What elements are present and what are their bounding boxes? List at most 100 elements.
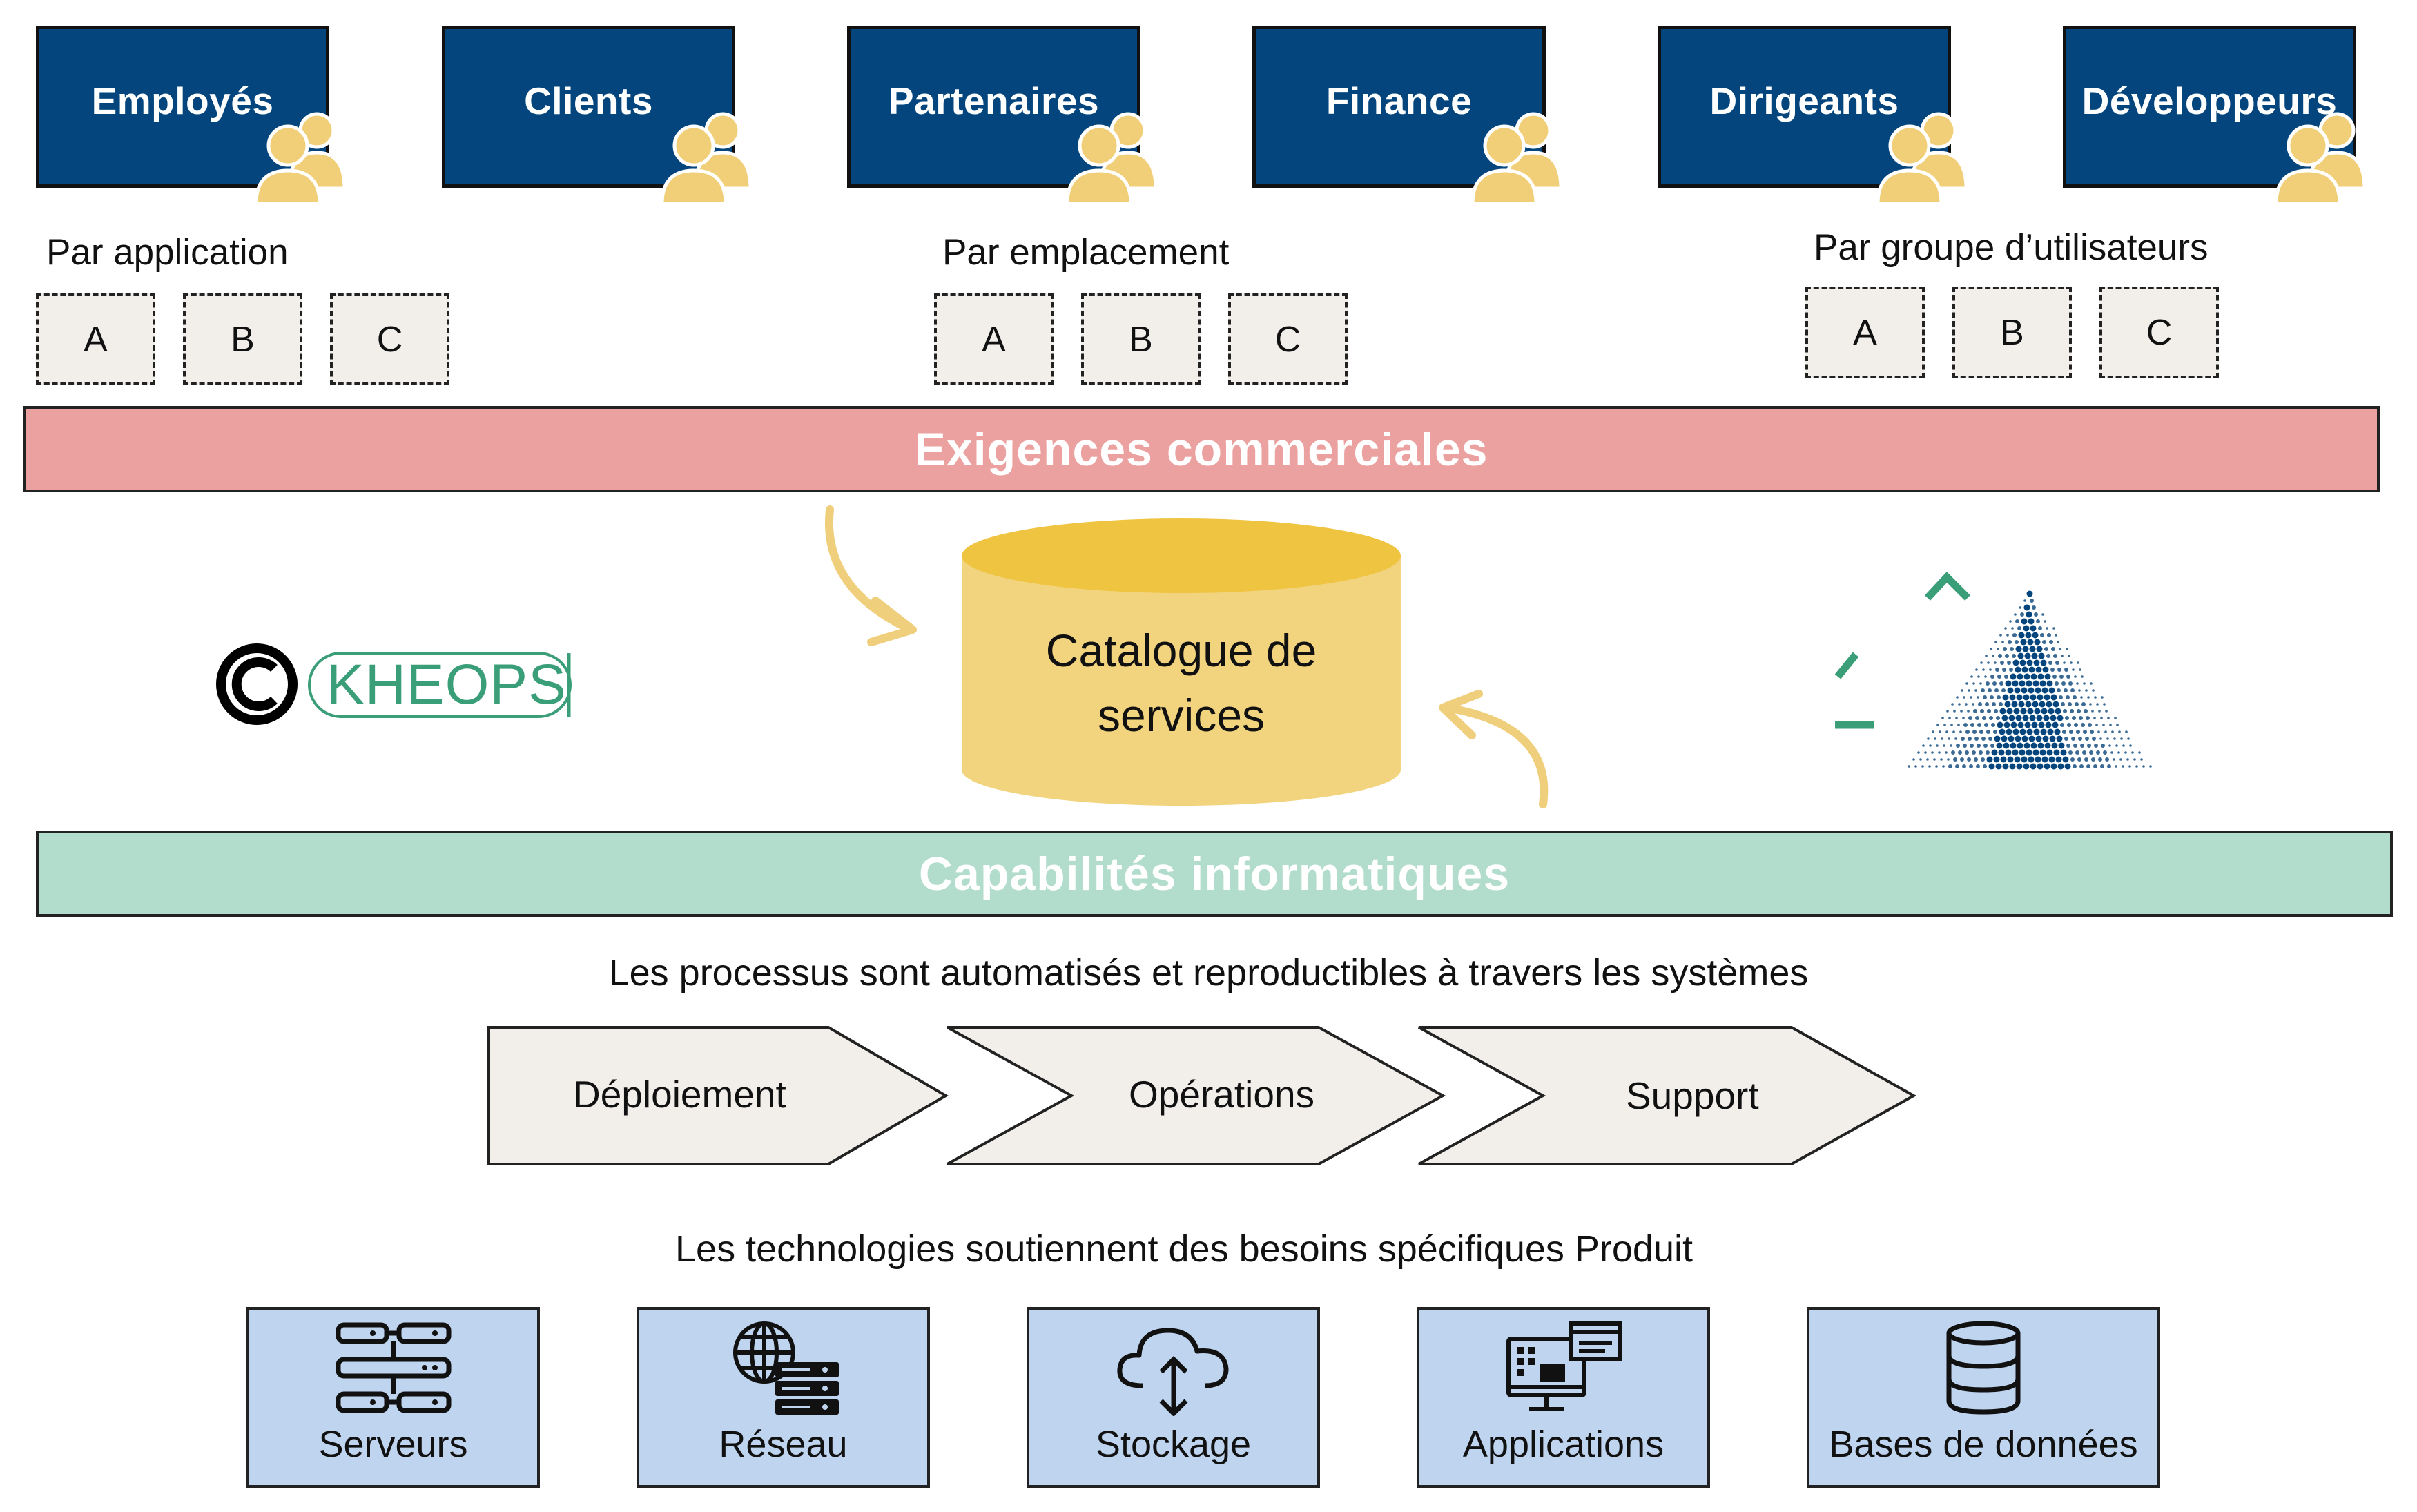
pyramid-dot [1950,744,1952,747]
pyramid-dot [2012,654,2016,658]
pyramid-dot [2013,708,2020,715]
pyramid-dot [2039,680,2046,687]
pyramid-dot [2025,632,2032,639]
pyramid-dot [2012,680,2019,687]
pyramid-dot [2062,756,2069,763]
pyramid-dot [2023,742,2030,749]
pyramid-dot [1980,709,1984,713]
pyramid-dot [1998,654,2002,658]
pyramid-dot [2073,744,2077,748]
pyramid-dot [1978,702,1982,706]
pyramid-dot [2011,701,2018,708]
pyramid-dot [2031,652,2038,659]
pyramid-dot [2039,749,2046,756]
catalog-cylinder-top [962,518,1401,593]
pyramid-dot [2081,723,2085,727]
copyright-icon [216,643,572,725]
pyramid-dot [2044,763,2050,770]
group-utilisateurs-item-c: C [2099,287,2219,378]
pyramid-dot [2034,708,2041,715]
pyramid-dot [1979,730,1983,734]
pyramid-dot [2059,695,2063,699]
pyramid-dot [2005,654,2009,658]
pyramid-dot [1972,730,1977,734]
pyramid-dot [1921,765,1924,768]
pyramid-dot [2020,612,2024,617]
pyramid-dot [2009,620,2012,623]
pyramid-dot [1960,757,1964,762]
pyramid-dot [2044,694,2050,701]
pyramid-dot [2073,695,2077,699]
pyramid-dot [1908,765,1910,768]
pyramid-dot [2003,721,2010,728]
pyramid-dot [2023,625,2030,632]
pyramid-dot [2092,689,2095,692]
pyramid-dot [1986,730,1990,734]
pyramid-dot [2129,744,2132,747]
pyramid-dot [2078,737,2082,741]
pyramid-dot [1970,744,1974,748]
pyramid-dot [1958,703,1961,706]
pyramid-logo-icon [1834,572,2152,770]
pyramid-dot [1974,757,1978,762]
pyramid-dot [1975,716,1979,720]
pyramid-dot [2113,737,2116,740]
tech-box-applications: Applications [1417,1307,1710,1488]
people-icon [1876,112,1968,204]
pyramid-dot [1999,708,2006,715]
pyramid-dot [2063,661,2066,664]
pyramid-dot [2055,661,2059,665]
pyramid-dot [2053,749,2060,756]
pyramid-dot [1976,764,1980,768]
pyramid-dot [2021,756,2028,763]
pyramid-dot [1941,717,1944,719]
pyramid-dot [2096,703,2099,706]
stakeholder-clients: Clients [442,26,753,204]
pyramid-dot [2060,749,2067,756]
pyramid-dot [2087,696,2090,699]
pyramid-dot [1970,723,1974,727]
pyramid-dot [2015,640,2019,644]
pyramid-dot [2064,688,2068,692]
pyramid-dot [1919,758,1922,761]
pyramid-dot [2010,742,2017,749]
pyramid-dot [1955,717,1958,719]
pyramid-dot [2005,749,2012,756]
pyramid-dot [2052,675,2057,679]
pyramid-dot [2037,742,2044,749]
pyramid-dot [2072,668,2075,671]
arrow-to-catalog-left [825,505,912,632]
pyramid-dot [2005,680,2012,687]
pyramid-dot [2049,735,2056,742]
pyramid-dot [1992,681,1997,686]
pyramid-dot [1994,735,2001,742]
pyramid-dot [1989,716,1993,720]
process-step-operations [947,1026,1446,1165]
pyramid-dot [2008,715,2015,721]
pyramid-dot [1931,751,1934,754]
pyramid-dot [2017,673,2023,680]
pyramid-dot [1953,710,1956,713]
group-utilisateurs-item-a: A [1805,287,1925,378]
pyramid-dot [1968,689,1970,692]
pyramid-dot [2086,716,2090,720]
pyramid-dot [1959,730,1962,733]
pyramid-dot [2068,681,2073,686]
pyramid-dot [2000,661,2004,665]
pyramid-dot [2090,730,2094,734]
pyramid-dot [2091,757,2095,762]
pyramid-dot [2016,763,2023,770]
pyramid-dot [1987,661,1990,664]
pyramid-dot [2035,666,2042,673]
tech-box-stockage: Stockage [1027,1307,1320,1488]
pyramid-dot [2108,744,2111,747]
pyramid-dot [1970,696,1972,699]
pyramid-dot [2064,668,2068,672]
pyramid-dot [2120,737,2123,740]
pyramid-dot [2071,737,2075,741]
pyramid-dot [1941,737,1943,740]
applications-icon [1506,1321,1622,1411]
process-step-support-label: Support [1626,1074,1759,1117]
pyramid-dot [2093,764,2097,768]
pyramid-dot [2037,673,2044,680]
